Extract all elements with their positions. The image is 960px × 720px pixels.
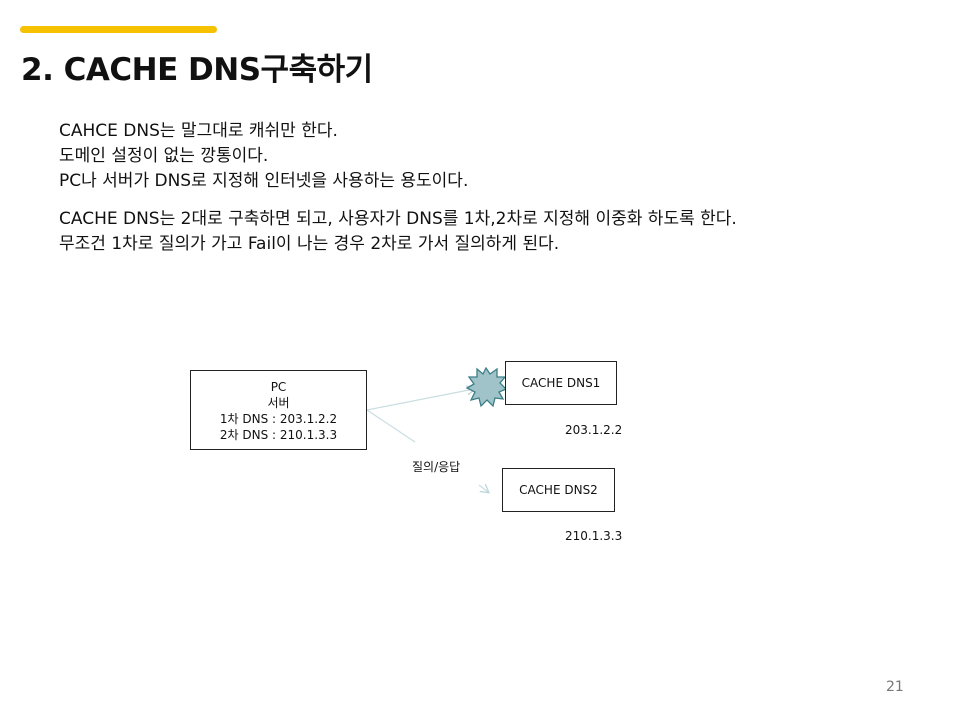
query-response-label: 질의/응답 [412, 460, 461, 474]
client-line-secondary-dns: 2차 DNS : 210.1.3.3 [219, 428, 338, 442]
query-arrow-to-dns1 [366, 389, 474, 411]
failure-burst-icon [465, 366, 508, 408]
client-pc-server-box: PC 서버 1차 DNS : 203.1.2.2 2차 DNS : 210.1.… [190, 370, 367, 450]
body-line-1: CAHCE DNS는 말그대로 캐쉬만 한다. [59, 121, 338, 141]
client-line-server: 서버 [267, 396, 290, 410]
cache-dns1-ip: 203.1.2.2 [565, 423, 623, 437]
query-arrow-to-dns2-tail [478, 485, 488, 492]
client-line-primary-dns: 1차 DNS : 203.1.2.2 [219, 412, 338, 426]
paragraph-spacer [59, 194, 737, 207]
slide-body: CAHCE DNS는 말그대로 캐쉬만 한다. 도메인 설정이 없는 깡통이다.… [59, 119, 737, 257]
slide-title: 2. CACHE DNS구축하기 [21, 52, 373, 88]
query-arrow-to-dns2 [366, 409, 416, 443]
body-line-5: 무조건 1차로 질의가 가고 Fail이 나는 경우 2차로 가서 질의하게 된… [59, 234, 560, 254]
page-number: 21 [886, 679, 904, 695]
cache-dns2-ip: 210.1.3.3 [565, 529, 623, 543]
title-accent-bar [20, 26, 217, 33]
body-line-2: 도메인 설정이 없는 깡통이다. [59, 146, 269, 166]
cache-dns2-box: CACHE DNS2 [502, 468, 615, 512]
cache-dns1-box: CACHE DNS1 [505, 361, 617, 405]
cache-dns1-label: CACHE DNS1 [521, 376, 601, 390]
body-line-3: PC나 서버가 DNS로 지정해 인터넷을 사용하는 용도이다. [59, 171, 469, 191]
body-line-4: CACHE DNS는 2대로 구축하면 되고, 사용자가 DNS를 1차,2차로… [59, 209, 737, 229]
client-line-pc: PC [270, 380, 287, 394]
cache-dns2-label: CACHE DNS2 [519, 483, 598, 497]
